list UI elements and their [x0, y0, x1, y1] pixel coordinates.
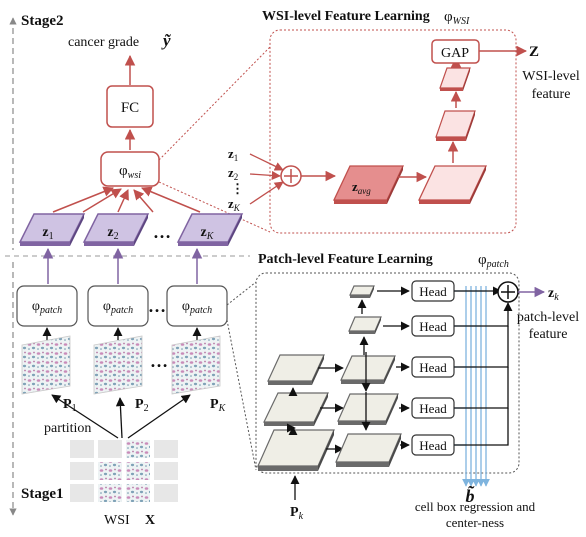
phi-patch-label-1: φpatch	[32, 299, 62, 316]
phi-wsi-label: φwsi	[119, 163, 141, 181]
patch-panel-title-symbol: φpatch	[478, 252, 509, 270]
wsi-input-vdots: ⋮	[231, 181, 244, 196]
partition-label: partition	[44, 421, 91, 436]
fc-box	[106, 85, 154, 128]
z-tile-K	[176, 213, 244, 246]
b-tilde-symbol: b̃	[466, 485, 476, 506]
phi-wsi-box	[100, 151, 160, 187]
phi-patch-label-2: φpatch	[103, 299, 133, 316]
patch-input-label: Pk	[290, 505, 304, 522]
head-label-4: Head	[419, 401, 447, 416]
patch-image-ellipsis: …	[150, 351, 168, 371]
wsi-input-K: zK	[228, 196, 241, 213]
fpn-layer-3	[340, 355, 396, 384]
patch-panel	[255, 272, 520, 474]
regression-label-2: center-ness	[446, 515, 504, 530]
fc-label: FC	[121, 100, 139, 116]
regression-label-1: cell box regression and	[415, 499, 536, 514]
backbone-layer-1	[257, 429, 335, 471]
wsi-output-label-1: WSI-level	[522, 69, 580, 84]
patch-image-1	[21, 335, 71, 395]
patch-image-2	[93, 335, 143, 395]
head-label-3: Head	[419, 360, 447, 375]
output-symbol: ỹ	[161, 31, 171, 50]
wsi-panel-title-symbol: φWSI	[444, 9, 470, 27]
wsi-panel-title: WSI-level Feature Learning	[262, 9, 430, 24]
phi-patch-box-1	[16, 285, 78, 327]
wsi-layer-3	[439, 67, 471, 91]
wsi-output-label-2: feature	[532, 87, 571, 102]
wsi-layer-2	[435, 110, 476, 141]
fpn-layer-1	[335, 433, 402, 467]
stage1-label: Stage1	[21, 486, 64, 502]
patch-label-1: P1	[63, 397, 77, 414]
wsi-label: WSI	[104, 513, 130, 528]
z-tile-1	[18, 213, 86, 246]
zavg-label: zavg	[352, 179, 371, 196]
patch-output-symbol: zk	[548, 286, 559, 303]
wsi-panel	[269, 29, 517, 234]
head-label-5: Head	[419, 438, 447, 453]
patch-output-label-2: feature	[529, 327, 568, 342]
phi-patch-label-K: φpatch	[182, 299, 212, 316]
phi-patch-box-2	[87, 285, 149, 327]
wsi-input-2: z2	[228, 165, 238, 182]
output-label: cancer grade	[68, 35, 139, 50]
patch-label-K: PK	[210, 397, 227, 414]
wsi-symbol: X	[145, 513, 155, 528]
patch-image-K	[171, 335, 221, 395]
backbone-layer-3	[267, 354, 325, 385]
z-tile-K-label: zK	[201, 225, 215, 242]
stage2-label: Stage2	[21, 13, 64, 29]
fpn-layer-2	[337, 393, 399, 425]
wsi-image	[70, 440, 178, 502]
patch-output-label-1: patch-level	[517, 310, 579, 325]
head-label-1: Head	[419, 284, 447, 299]
fpn-layer-5	[349, 285, 375, 298]
head-label-2: Head	[419, 319, 447, 334]
wsi-input-1: z1	[228, 146, 238, 163]
wsi-output-symbol: Z	[529, 44, 539, 60]
wsi-layer-1	[417, 165, 488, 204]
fpn-layer-4	[348, 316, 382, 334]
wsi-zavg-layer	[332, 165, 405, 204]
z-tile-1-label: z1	[42, 225, 53, 242]
z-ellipsis: …	[153, 222, 171, 242]
patch-label-2: P2	[135, 397, 149, 414]
gap-label: GAP	[441, 46, 469, 61]
patch-panel-title: Patch-level Feature Learning	[258, 252, 433, 267]
z-tile-2	[82, 213, 150, 246]
patch-ellipsis: …	[148, 296, 166, 316]
z-tile-2-label: z2	[107, 225, 118, 242]
backbone-layer-2	[263, 392, 329, 426]
phi-patch-box-K	[166, 285, 228, 327]
